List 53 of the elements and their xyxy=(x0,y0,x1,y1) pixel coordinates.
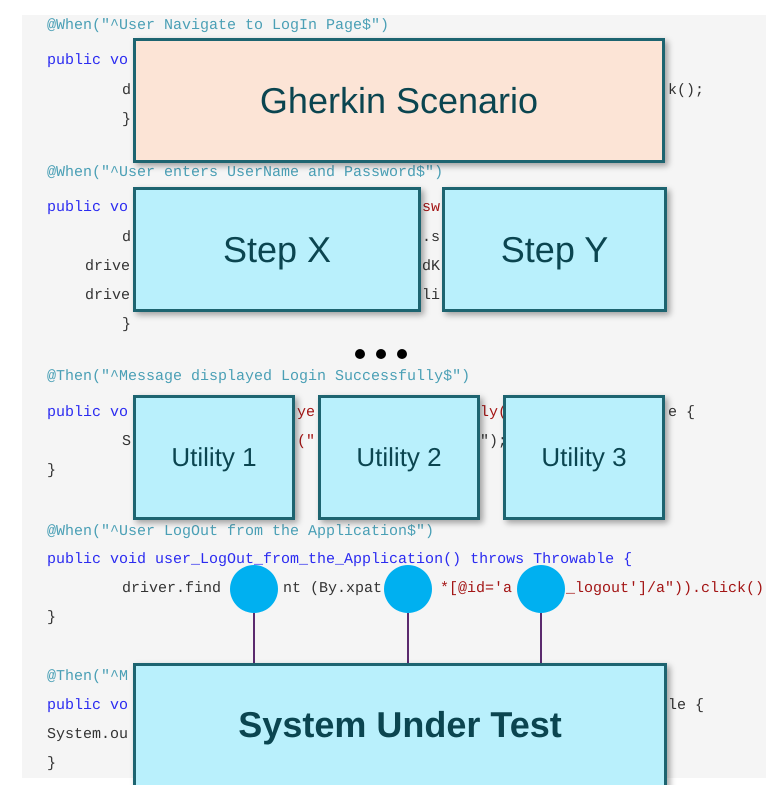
code-text: drive xyxy=(85,287,130,305)
code-text: @When("^User LogOut from the Application$") xyxy=(47,523,434,541)
process-box xyxy=(503,395,665,520)
code-text: public vo xyxy=(47,52,128,70)
code-text: public vo xyxy=(47,199,128,217)
code-text: @When("^User enters UserName and Password$") xyxy=(47,164,444,182)
code-text: ye xyxy=(297,404,316,422)
connector-line xyxy=(540,613,542,663)
code-text: @Then("^Message displayed Login Successfully$") xyxy=(47,368,470,386)
process-box xyxy=(133,395,295,520)
connector-line xyxy=(407,613,409,663)
code-text: System.ou xyxy=(47,726,128,744)
code-text: le { xyxy=(668,697,704,715)
process-box xyxy=(133,38,665,163)
code-text: public vo xyxy=(47,697,128,715)
code-text: } xyxy=(47,462,56,480)
code-text: driver.find xyxy=(122,580,222,598)
code-text: } xyxy=(47,755,56,773)
code-text: dK xyxy=(422,258,440,276)
code-text: public vo xyxy=(47,404,128,422)
code-text: _logout']/a")).click() xyxy=(566,580,764,598)
code-text: ly( xyxy=(480,404,508,422)
process-box xyxy=(133,187,421,312)
code-text: nt (By.xpat xyxy=(283,580,382,598)
process-box xyxy=(133,663,667,785)
code-text: @Then("^M xyxy=(47,668,128,686)
code-text: } xyxy=(47,609,56,627)
code-text: @When("^User Navigate to LogIn Page$") xyxy=(47,17,390,35)
code-text: "); xyxy=(480,433,508,451)
code-text: d xyxy=(122,229,132,247)
code-text: public void user_LogOut_from_the_Application() throws Throwable { xyxy=(47,551,632,569)
code-text: } xyxy=(122,111,132,129)
box-label: Step Y xyxy=(500,228,608,270)
code-text: d xyxy=(122,82,132,100)
code-text: } xyxy=(122,316,132,334)
code-text: e { xyxy=(668,404,696,422)
code-text: drive xyxy=(85,258,130,276)
process-box xyxy=(318,395,480,520)
code-text: *[@id='a xyxy=(440,580,512,598)
code-text: k(); xyxy=(668,82,704,100)
box-label: Gherkin Scenario xyxy=(260,80,538,122)
box-label: Utility 3 xyxy=(541,442,627,473)
box-label: Utility 2 xyxy=(356,442,442,473)
code-text: .s xyxy=(422,229,440,247)
process-box xyxy=(442,187,667,312)
code-text: S xyxy=(122,433,132,451)
code-text: sw xyxy=(422,199,440,217)
code-text: (" xyxy=(297,433,316,451)
box-label: Utility 1 xyxy=(171,442,257,473)
connector-line xyxy=(253,613,255,663)
box-label: Step X xyxy=(222,228,332,270)
box-label: System Under Test xyxy=(238,704,562,746)
code-text: li xyxy=(422,287,440,305)
